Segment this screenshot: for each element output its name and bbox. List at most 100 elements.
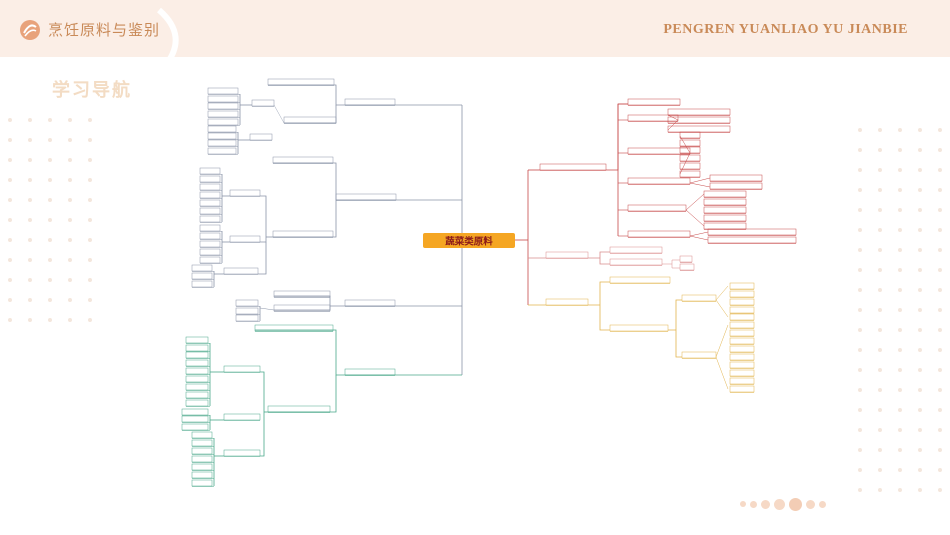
mindmap-node[interactable] [272, 156, 334, 164]
mindmap-node[interactable] [679, 263, 695, 271]
mindmap-leaf[interactable] [199, 248, 221, 256]
mindmap-branch[interactable] [344, 368, 396, 376]
mindmap-leaf[interactable] [679, 162, 701, 170]
mindmap-node[interactable] [609, 276, 671, 284]
mindmap-node[interactable] [681, 294, 717, 302]
mindmap-leaf[interactable] [703, 222, 747, 230]
mindmap-leaf[interactable] [185, 344, 209, 352]
mindmap-leaf[interactable] [709, 182, 763, 190]
mindmap-leaf[interactable] [207, 110, 239, 118]
mindmap-node[interactable] [229, 189, 261, 197]
mindmap-leaf[interactable] [199, 167, 221, 175]
mindmap-leaf[interactable] [207, 118, 239, 126]
mindmap-node[interactable] [679, 255, 693, 263]
mindmap-leaf[interactable] [191, 447, 213, 455]
mindmap-node[interactable] [681, 351, 717, 359]
mindmap-leaf[interactable] [729, 290, 755, 298]
mindmap-leaf[interactable] [729, 298, 755, 306]
mindmap-leaf[interactable] [191, 264, 213, 272]
mindmap-node[interactable] [627, 98, 681, 106]
mindmap-node[interactable] [267, 78, 335, 86]
mindmap-leaf[interactable] [729, 361, 755, 369]
mindmap-leaf[interactable] [191, 463, 213, 471]
mindmap-leaf[interactable] [207, 125, 237, 133]
mindmap-leaf[interactable] [679, 154, 701, 162]
mindmap-node[interactable] [273, 290, 331, 298]
mindmap-leaf[interactable] [667, 125, 731, 133]
mindmap-leaf[interactable] [191, 479, 213, 487]
mindmap-leaf[interactable] [679, 146, 701, 154]
mindmap-leaf[interactable] [703, 214, 747, 222]
mindmap-branch[interactable] [545, 251, 589, 259]
mindmap-node[interactable] [223, 267, 259, 275]
mindmap-leaf[interactable] [707, 236, 797, 244]
mindmap-branch[interactable] [335, 193, 397, 201]
mindmap-branch[interactable] [344, 299, 396, 307]
mindmap-leaf[interactable] [703, 198, 747, 206]
mindmap-node[interactable] [627, 204, 687, 212]
mindmap-node[interactable] [254, 324, 334, 332]
mindmap-leaf[interactable] [185, 391, 209, 399]
mindmap-node[interactable] [273, 304, 331, 312]
mindmap-leaf[interactable] [181, 423, 209, 431]
mindmap-leaf[interactable] [679, 131, 701, 139]
mindmap-leaf[interactable] [729, 377, 755, 385]
mindmap-leaf[interactable] [191, 439, 213, 447]
mindmap-leaf[interactable] [729, 313, 755, 321]
mindmap-leaf[interactable] [729, 282, 755, 290]
mindmap-node[interactable] [609, 324, 669, 332]
mindmap-leaf[interactable] [199, 191, 221, 199]
mindmap-leaf[interactable] [199, 232, 221, 240]
mindmap-leaf[interactable] [207, 102, 239, 110]
mindmap-leaf[interactable] [185, 359, 209, 367]
mindmap-leaf[interactable] [199, 256, 221, 264]
mindmap-leaf[interactable] [729, 385, 755, 393]
mindmap-leaf[interactable] [185, 367, 209, 375]
mindmap-node[interactable] [609, 246, 663, 254]
mindmap-root-node[interactable]: 蔬菜类原料 [423, 233, 515, 248]
mindmap-leaf[interactable] [235, 307, 259, 315]
mindmap-leaf[interactable] [207, 147, 237, 155]
mindmap-leaf[interactable] [729, 329, 755, 337]
mindmap-leaf[interactable] [707, 228, 797, 236]
mindmap-node[interactable] [609, 258, 663, 266]
mindmap-node[interactable] [251, 99, 275, 107]
mindmap-leaf[interactable] [185, 399, 209, 407]
mindmap-node[interactable] [249, 133, 273, 141]
mindmap-node[interactable] [229, 235, 261, 243]
mindmap-leaf[interactable] [181, 408, 209, 416]
mindmap-leaf[interactable] [729, 306, 755, 314]
mindmap-leaf[interactable] [191, 455, 213, 463]
mindmap-node[interactable] [283, 116, 337, 124]
mindmap-leaf[interactable] [207, 87, 239, 95]
mindmap-leaf[interactable] [729, 353, 755, 361]
mindmap-leaf[interactable] [199, 240, 221, 248]
mindmap-branch[interactable] [344, 98, 396, 106]
mindmap-leaf[interactable] [185, 383, 209, 391]
mindmap-node[interactable] [272, 230, 334, 238]
mindmap-node[interactable] [267, 405, 331, 413]
mindmap-leaf[interactable] [191, 280, 213, 288]
mindmap-node[interactable] [627, 114, 679, 122]
mindmap-leaf[interactable] [199, 215, 221, 223]
mindmap-leaf[interactable] [185, 336, 209, 344]
mindmap-branch[interactable] [539, 163, 607, 171]
mindmap-leaf[interactable] [207, 95, 239, 103]
mindmap-leaf[interactable] [235, 314, 259, 322]
mindmap-leaf[interactable] [667, 108, 731, 116]
mindmap-leaf[interactable] [703, 206, 747, 214]
mindmap-leaf[interactable] [235, 299, 259, 307]
mindmap-leaf[interactable] [703, 190, 747, 198]
mindmap-leaf[interactable] [191, 471, 213, 479]
mindmap-branch[interactable] [545, 298, 589, 306]
mindmap-leaf[interactable] [729, 369, 755, 377]
mindmap-leaf[interactable] [207, 139, 237, 147]
mindmap-leaf[interactable] [729, 345, 755, 353]
mindmap-leaf[interactable] [729, 321, 755, 329]
mindmap-leaf[interactable] [199, 183, 221, 191]
mindmap-node[interactable] [223, 413, 261, 421]
mindmap-leaf[interactable] [199, 175, 221, 183]
mindmap-leaf[interactable] [679, 170, 701, 178]
mindmap-leaf[interactable] [199, 199, 221, 207]
mindmap-node[interactable] [627, 177, 691, 185]
